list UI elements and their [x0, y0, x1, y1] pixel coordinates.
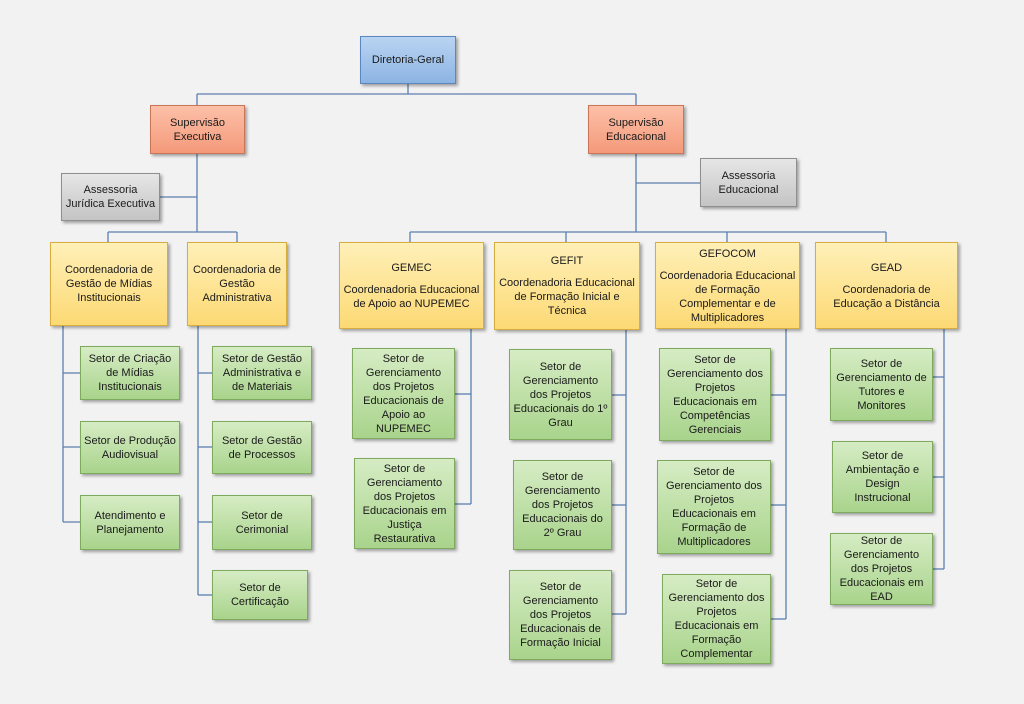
node-setor: Setor de Gerenciamento de Tutores e Moni…: [830, 348, 933, 421]
node-label: Coordenadoria de Educação a Distância: [833, 283, 940, 310]
node-label: Assessoria Educacional: [718, 169, 779, 196]
node-label: Diretoria-Geral: [371, 54, 445, 66]
node-label: Coordenadoria Educacional de Formação Co…: [659, 269, 796, 324]
node-setor: Setor de Cerimonial: [212, 495, 312, 550]
node-label: Setor de Gerenciamento dos Projetos Educ…: [513, 360, 608, 429]
node-coordenadoria: GEMEC Coordenadoria Educacional de Apoio …: [339, 242, 484, 329]
node-setor: Setor de Gerenciamento dos Projetos Educ…: [509, 570, 612, 660]
node-code: GEFOCOM: [699, 247, 756, 260]
node-code: GEFIT: [550, 255, 584, 267]
node-label: Setor de Gerenciamento dos Projetos Educ…: [520, 581, 601, 649]
node-label: Setor de Certificação: [230, 582, 290, 608]
node-coordenadoria: GEFOCOM Coordenadoria Educacional de Form…: [655, 242, 800, 329]
node-label: Supervisão Executiva: [169, 116, 226, 143]
node-label: Setor de Gestão Administrativa e de Mate…: [221, 353, 303, 393]
node-setor: Setor de Gerenciamento dos Projetos Educ…: [659, 348, 771, 441]
node-supervisao-educacional: Supervisão Educacional: [588, 105, 684, 154]
node-setor: Atendimento e Planejamento: [80, 495, 180, 550]
node-coordenadoria: GEFIT Coordenadoria Educacional de Formaç…: [494, 242, 640, 330]
node-setor: Setor de Gerenciamento dos Projetos Educ…: [657, 460, 771, 554]
node-setor: Setor de Ambientação e Design Instrucion…: [832, 441, 933, 513]
node-label: Atendimento e Planejamento: [94, 509, 166, 536]
node-label: Setor de Criação de Mídias Institucionai…: [88, 353, 172, 393]
node-setor: Setor de Criação de Mídias Institucionai…: [80, 346, 180, 400]
node-label: Setor de Produção Audiovisual: [84, 434, 176, 461]
node-setor: Setor de Gerenciamento dos Projetos Educ…: [352, 348, 455, 439]
node-assessoria-educacional: Assessoria Educacional: [700, 158, 797, 207]
node-coordenadoria: GEAD Coordenadoria de Educação a Distânci…: [815, 242, 958, 329]
node-label: Setor de Ambientação e Design Instrucion…: [845, 450, 920, 504]
node-label: Setor de Cerimonial: [235, 509, 289, 536]
node-coordenadoria: Coordenadoria de Gestão de Mídias Instit…: [50, 242, 168, 326]
node-diretoria-geral: Diretoria-Geral: [360, 36, 456, 84]
node-label: Coordenadoria Educacional de Formação In…: [499, 277, 635, 317]
node-setor: Setor de Gestão de Processos: [212, 421, 312, 474]
node-code: GEAD: [870, 261, 903, 274]
node-label: Setor de Gestão de Processos: [221, 434, 303, 461]
node-coordenadoria: Coordenadoria de Gestão Administrativa: [187, 242, 287, 326]
node-setor: Setor de Gestão Administrativa e de Mate…: [212, 346, 312, 400]
node-label: Setor de Gerenciamento de Tutores e Moni…: [836, 357, 927, 412]
node-label: Setor de Gerenciamento dos Projetos Educ…: [839, 535, 924, 603]
node-label: Setor de Gerenciamento dos Projetos Educ…: [668, 578, 765, 660]
node-code: GEMEC: [391, 261, 432, 274]
node-assessoria-juridica-executiva: Assessoria Jurídica Executiva: [61, 173, 160, 221]
node-supervisao-executiva: Supervisão Executiva: [150, 105, 245, 154]
node-label: Coordenadoria de Gestão Administrativa: [192, 264, 282, 304]
node-label: Setor de Gerenciamento dos Projetos Educ…: [362, 462, 447, 545]
node-label: Setor de Gerenciamento dos Projetos Educ…: [522, 471, 603, 539]
node-setor: Setor de Gerenciamento dos Projetos Educ…: [830, 533, 933, 605]
node-label: Setor de Gerenciamento dos Projetos Educ…: [667, 353, 763, 436]
node-label: Coordenadoria Educacional de Apoio ao NU…: [343, 283, 480, 310]
node-label: Setor de Gerenciamento dos Projetos Educ…: [666, 466, 762, 548]
node-label: Assessoria Jurídica Executiva: [65, 184, 156, 210]
node-setor: Setor de Gerenciamento dos Projetos Educ…: [662, 574, 771, 664]
node-setor: Setor de Certificação: [212, 570, 308, 620]
node-label: Coordenadoria de Gestão de Mídias Instit…: [64, 264, 154, 304]
node-setor: Setor de Gerenciamento dos Projetos Educ…: [513, 460, 612, 550]
node-setor: Setor de Gerenciamento dos Projetos Educ…: [354, 458, 455, 549]
node-label: Supervisão Educacional: [606, 116, 666, 143]
node-setor: Setor de Gerenciamento dos Projetos Educ…: [509, 349, 612, 440]
node-setor: Setor de Produção Audiovisual: [80, 421, 180, 474]
node-label: Setor de Gerenciamento dos Projetos Educ…: [363, 352, 444, 435]
